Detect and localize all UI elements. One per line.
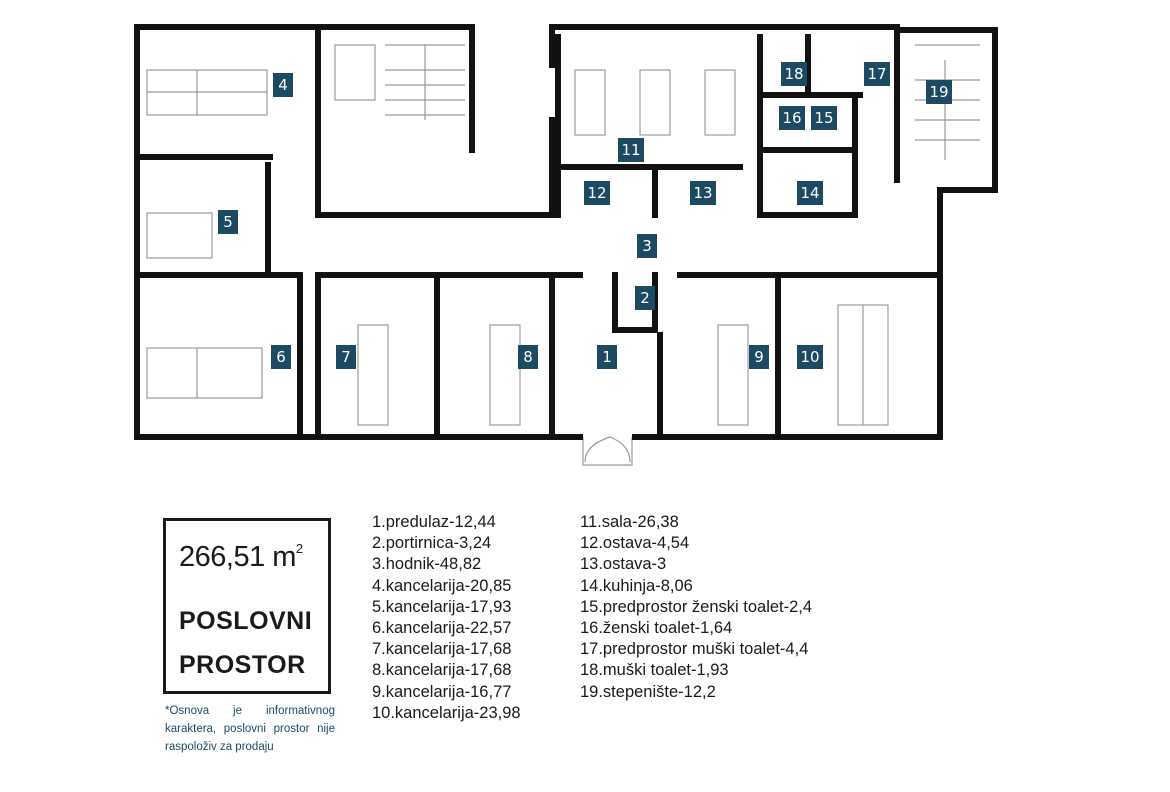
total-area: 266,51 m2 [179, 541, 303, 573]
room-list-item: 14.kuhinja-8,06 [580, 576, 693, 595]
room-list-item: 2.portirnica-3,24 [372, 534, 492, 553]
space-type-title: POSLOVNI PROSTOR [179, 599, 312, 687]
svg-text:10: 10 [800, 348, 819, 366]
room-label-1: 1 [597, 345, 617, 369]
room-list-item: 6.kancelarija-22,57 [372, 619, 512, 638]
room-list-item: 1.predulaz-12,44 [372, 513, 496, 531]
room-label-19: 19 [926, 80, 952, 104]
svg-text:7: 7 [341, 348, 351, 366]
room-list-item: 7.kancelarija-17,68 [372, 640, 512, 659]
room-label-10: 10 [797, 345, 823, 369]
room-list-item: 16.ženski toalet-1,64 [580, 619, 733, 638]
room-list-item: 13.ostava-3 [580, 555, 667, 574]
room-label-15: 15 [811, 106, 837, 130]
svg-text:13: 13 [693, 184, 712, 202]
svg-text:17: 17 [867, 65, 886, 83]
room-list-item: 17.predprostor muški toalet-4,4 [580, 640, 809, 659]
svg-text:14: 14 [800, 184, 819, 202]
svg-text:3: 3 [642, 237, 652, 255]
room-list-item: 3.hodnik-48,82 [372, 555, 482, 574]
room-label-5: 5 [218, 210, 238, 234]
room-list-item: 11.sala-26,38 [580, 513, 679, 531]
room-list-item: 4.kancelarija-20,85 [372, 576, 512, 595]
svg-text:2: 2 [640, 289, 650, 307]
room-list-item: 12.ostava-4,54 [580, 534, 690, 553]
svg-text:19: 19 [929, 83, 948, 101]
furniture [146, 44, 980, 466]
disclaimer-note: *Osnova je informativnog karaktera, posl… [165, 705, 335, 753]
room-list-col-1: 1.predulaz-12,44 2.portirnica-3,24 3.hod… [372, 512, 521, 724]
room-label-14: 14 [797, 181, 823, 205]
svg-text:18: 18 [784, 65, 803, 83]
room-label-16: 16 [779, 106, 805, 130]
room-list-item: 18.muški toalet-1,93 [580, 661, 729, 680]
svg-text:15: 15 [814, 109, 833, 127]
room-label-2: 2 [635, 286, 655, 310]
room-label-8: 8 [518, 345, 538, 369]
area-summary-box: 266,51 m2 POSLOVNI PROSTOR [163, 518, 331, 694]
room-label-7: 7 [336, 345, 356, 369]
svg-text:16: 16 [782, 109, 801, 127]
svg-text:5: 5 [223, 213, 233, 231]
svg-text:9: 9 [754, 348, 764, 366]
room-list-item: 8.kancelarija-17,68 [372, 661, 512, 680]
room-list-item: 5.kancelarija-17,93 [372, 597, 512, 616]
room-label-4: 4 [273, 73, 293, 97]
room-label-9: 9 [749, 345, 769, 369]
svg-text:11: 11 [621, 141, 640, 159]
room-label-17: 17 [864, 62, 890, 86]
room-label-13: 13 [690, 181, 716, 205]
room-list-item: 10.kancelarija-23,98 [372, 703, 521, 722]
room-label-11: 11 [618, 138, 644, 162]
svg-text:12: 12 [587, 184, 606, 202]
room-list-item: 15.predprostor ženski toalet-2,4 [580, 597, 813, 616]
walls [134, 24, 998, 440]
svg-text:4: 4 [278, 76, 288, 94]
svg-text:1: 1 [602, 348, 612, 366]
svg-text:8: 8 [523, 348, 533, 366]
room-list-item: 19.stepenište-12,2 [580, 682, 716, 701]
room-label-12: 12 [584, 181, 610, 205]
room-label-3: 3 [637, 234, 657, 258]
room-label-18: 18 [781, 62, 807, 86]
svg-text:6: 6 [276, 348, 286, 366]
room-list-item: 9.kancelarija-16,77 [372, 682, 512, 701]
room-list-col-2: 11.sala-26,38 12.ostava-4,54 13.ostava-3… [580, 512, 812, 703]
title-line-2: PROSTOR [179, 651, 306, 679]
room-label-6: 6 [271, 345, 291, 369]
room-labels: 1 2 3 4 5 6 7 8 9 10 11 12 13 14 15 16 1… [218, 62, 952, 369]
title-line-1: POSLOVNI [179, 607, 313, 635]
